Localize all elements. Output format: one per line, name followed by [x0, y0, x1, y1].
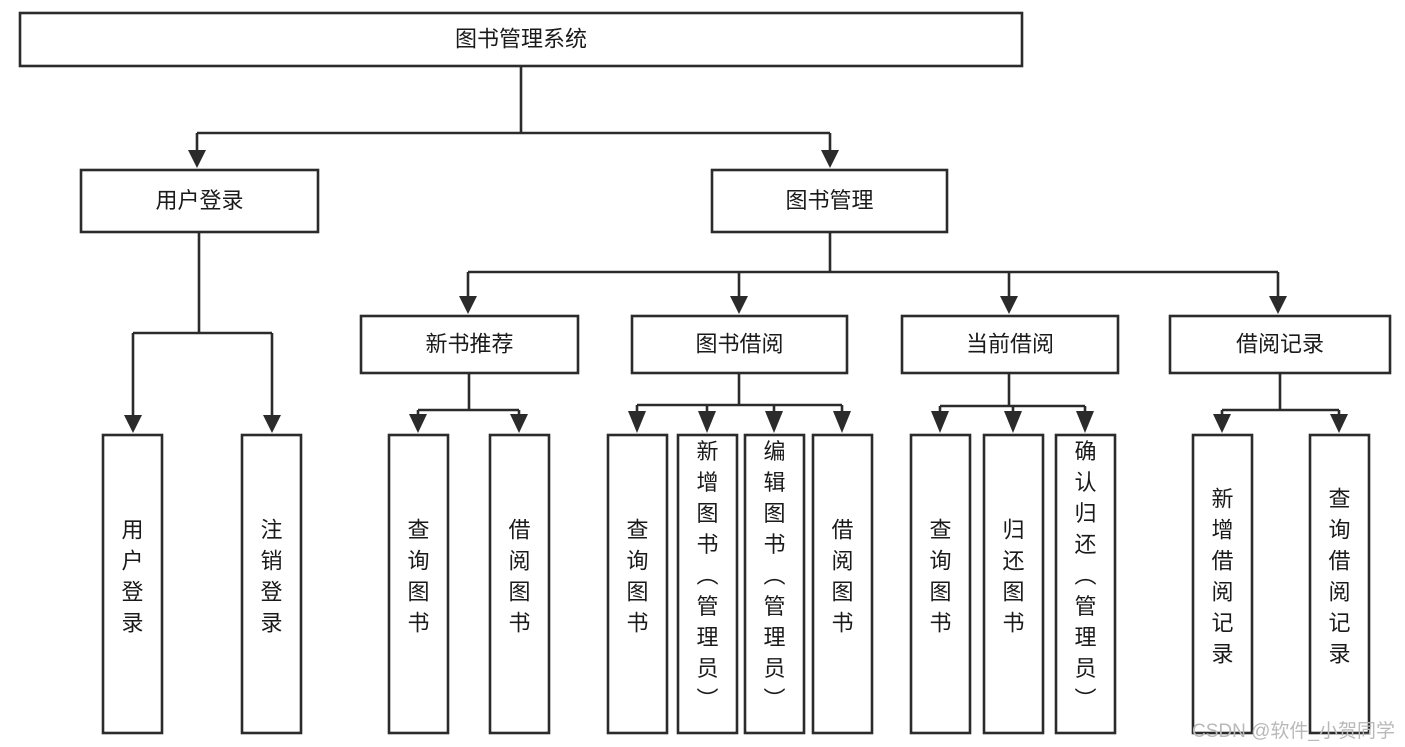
- node-label-leaf-edit-book-admin: 编辑图书︵管理员︶: [763, 439, 785, 712]
- arrowhead-current-borrow: [1000, 296, 1018, 314]
- node-leaf-query-borrow-record[interactable]: 查询借阅记录: [1308, 433, 1371, 735]
- node-label-leaf-query-borrow-record: 查询借阅记录: [1328, 487, 1350, 667]
- node-box-leaf-add-book-admin[interactable]: [676, 433, 739, 735]
- node-new-book-recommend[interactable]: 新书推荐: [359, 314, 580, 375]
- arrowhead-leaf-query-book-recommend: [409, 414, 427, 433]
- node-box-leaf-borrow-book[interactable]: [811, 433, 874, 735]
- node-box-leaf-return-book[interactable]: [982, 433, 1045, 735]
- node-box-leaf-confirm-return-admin[interactable]: [1054, 433, 1117, 735]
- node-box-user-login[interactable]: [79, 168, 320, 234]
- arrowhead-leaf-edit-book-admin: [765, 411, 783, 433]
- node-leaf-logout[interactable]: 注销登录: [240, 433, 303, 735]
- node-label-leaf-confirm-return-admin: 确认归还︵管理员︶: [1074, 439, 1096, 712]
- node-box-current-borrow[interactable]: [900, 314, 1120, 375]
- node-label-current-borrow: 当前借阅: [966, 331, 1054, 356]
- node-box-leaf-query-borrow-record[interactable]: [1308, 433, 1371, 735]
- node-label-leaf-borrow-book: 借阅图书: [831, 518, 853, 636]
- node-box-book-borrow[interactable]: [630, 314, 849, 375]
- arrowhead-book-management: [821, 150, 839, 168]
- node-label-leaf-borrow-book-recommend: 借阅图书: [508, 518, 530, 636]
- node-label-new-book-recommend: 新书推荐: [425, 331, 513, 356]
- node-leaf-query-book-recommend[interactable]: 查询图书: [387, 433, 450, 735]
- node-box-leaf-logout[interactable]: [240, 433, 303, 735]
- node-label-leaf-add-book-admin: 新增图书︵管理员︶: [696, 439, 718, 712]
- node-label-leaf-query-book-recommend: 查询图书: [407, 518, 429, 636]
- arrowhead-leaf-logout: [263, 415, 281, 433]
- node-book-borrow[interactable]: 图书借阅: [630, 314, 849, 375]
- node-leaf-confirm-return-admin[interactable]: 确认归还︵管理员︶: [1054, 433, 1117, 735]
- arrowhead-leaf-add-book-admin: [698, 411, 716, 433]
- arrowhead-leaf-borrow-book-recommend: [510, 414, 528, 433]
- node-box-leaf-edit-book-admin[interactable]: [743, 433, 806, 735]
- node-label-leaf-logout: 注销登录: [260, 518, 282, 636]
- arrowhead-leaf-query-borrow-record: [1330, 414, 1348, 433]
- node-leaf-return-book[interactable]: 归还图书: [982, 433, 1045, 735]
- node-label-user-login: 用户登录: [155, 188, 243, 213]
- arrowhead-borrow-records: [1269, 296, 1287, 314]
- node-layer: 图书管理系统用户登录图书管理新书推荐图书借阅当前借阅借阅记录用户登录注销登录查询…: [18, 11, 1392, 735]
- node-box-new-book-recommend[interactable]: [359, 314, 580, 375]
- node-borrow-records[interactable]: 借阅记录: [1168, 314, 1392, 375]
- node-box-book-management[interactable]: [710, 168, 949, 234]
- arrowhead-leaf-borrow-book: [833, 411, 851, 433]
- csdn-watermark: CSDN @软件_小贺同学: [1192, 720, 1395, 742]
- node-leaf-borrow-book-recommend[interactable]: 借阅图书: [488, 433, 551, 735]
- node-leaf-add-book-admin[interactable]: 新增图书︵管理员︶: [676, 433, 739, 735]
- arrowhead-leaf-query-book-borrow: [628, 411, 646, 433]
- node-label-book-management: 图书管理: [785, 188, 873, 213]
- node-user-login[interactable]: 用户登录: [79, 168, 320, 234]
- node-leaf-user-login[interactable]: 用户登录: [101, 433, 164, 735]
- arrowhead-user-login: [188, 150, 206, 168]
- node-leaf-borrow-book[interactable]: 借阅图书: [811, 433, 874, 735]
- node-leaf-edit-book-admin[interactable]: 编辑图书︵管理员︶: [743, 433, 806, 735]
- arrowhead-leaf-return-book: [1004, 411, 1022, 433]
- node-box-leaf-add-borrow-record[interactable]: [1191, 433, 1254, 735]
- node-box-leaf-query-book-borrow[interactable]: [606, 433, 669, 735]
- node-box-leaf-user-login[interactable]: [101, 433, 164, 735]
- node-label-leaf-return-book: 归还图书: [1002, 518, 1024, 636]
- node-label-leaf-query-book-borrow: 查询图书: [626, 518, 648, 636]
- node-box-root[interactable]: [18, 11, 1024, 68]
- node-root[interactable]: 图书管理系统: [18, 11, 1024, 68]
- node-leaf-query-book-current[interactable]: 查询图书: [909, 433, 972, 735]
- arrowhead-leaf-confirm-return-admin: [1076, 411, 1094, 433]
- node-book-management[interactable]: 图书管理: [710, 168, 949, 234]
- arrowhead-leaf-query-book-current: [931, 411, 949, 433]
- arrowhead-book-borrow: [730, 296, 748, 314]
- arrowhead-new-book-recommend: [459, 296, 477, 314]
- node-label-leaf-add-borrow-record: 新增借阅记录: [1211, 487, 1233, 667]
- node-current-borrow[interactable]: 当前借阅: [900, 314, 1120, 375]
- node-label-root: 图书管理系统: [455, 26, 587, 51]
- node-label-borrow-records: 借阅记录: [1236, 331, 1324, 356]
- node-box-borrow-records[interactable]: [1168, 314, 1392, 375]
- node-leaf-add-borrow-record[interactable]: 新增借阅记录: [1191, 433, 1254, 735]
- node-box-leaf-borrow-book-recommend[interactable]: [488, 433, 551, 735]
- node-label-leaf-user-login: 用户登录: [121, 518, 143, 636]
- node-box-leaf-query-book-recommend[interactable]: [387, 433, 450, 735]
- node-label-book-borrow: 图书借阅: [695, 331, 783, 356]
- arrowhead-leaf-user-login: [124, 415, 142, 433]
- node-leaf-query-book-borrow[interactable]: 查询图书: [606, 433, 669, 735]
- connector-layer: [124, 66, 1348, 433]
- node-label-leaf-query-book-current: 查询图书: [929, 518, 951, 636]
- arrowhead-leaf-add-borrow-record: [1213, 414, 1231, 433]
- node-box-leaf-query-book-current[interactable]: [909, 433, 972, 735]
